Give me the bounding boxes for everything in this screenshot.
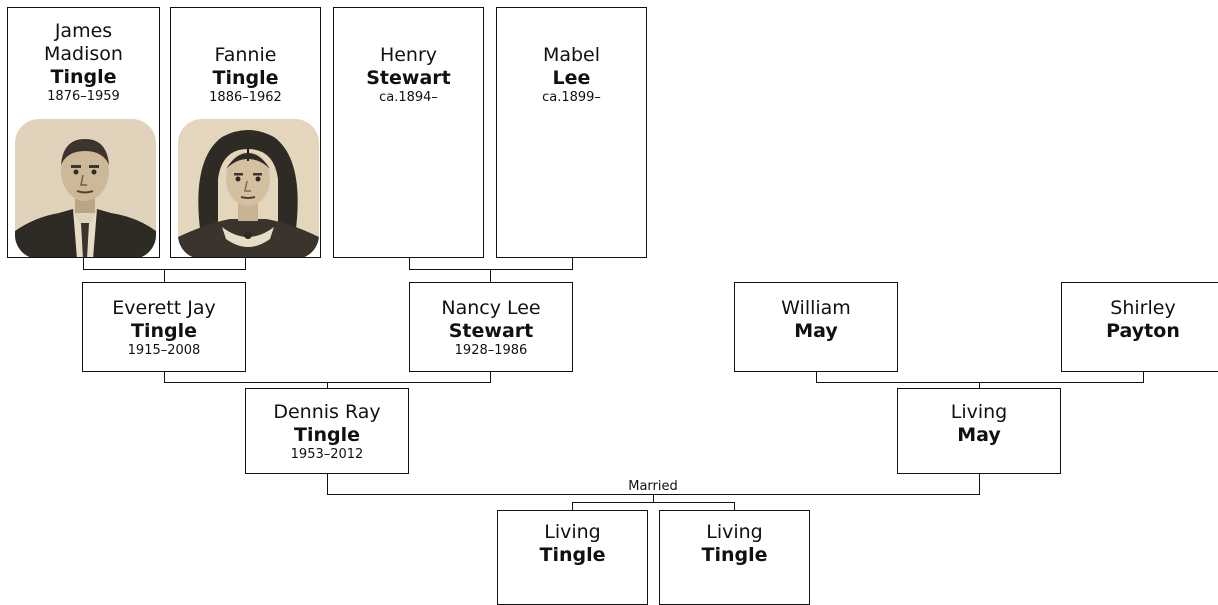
portrait-photo-icon <box>178 119 319 258</box>
given-name: Mabel <box>497 44 646 67</box>
given-name: Nancy Lee <box>410 297 572 320</box>
person-card-william-may[interactable]: William May <box>734 282 898 372</box>
person-card-living-tingle-1[interactable]: Living Tingle <box>497 510 648 605</box>
given-name: Shirley <box>1062 297 1218 320</box>
surname: Tingle <box>246 424 408 447</box>
surname: Tingle <box>83 320 245 343</box>
given-name-line2: Madison <box>8 43 159 66</box>
surname: Payton <box>1062 320 1218 343</box>
given-name: Dennis Ray <box>246 401 408 424</box>
life-dates: 1953–2012 <box>246 447 408 463</box>
given-name: Everett Jay <box>83 297 245 320</box>
life-dates: 1915–2008 <box>83 343 245 359</box>
person-card-nancy-lee-stewart[interactable]: Nancy Lee Stewart 1928–1986 <box>409 282 573 372</box>
surname: Lee <box>497 67 646 90</box>
surname: Tingle <box>660 544 809 567</box>
portrait-photo-icon <box>15 119 156 258</box>
connector-henry-mabel <box>410 258 573 270</box>
given-name-line1: James <box>8 20 159 43</box>
given-name: Living <box>660 521 809 544</box>
person-card-living-may[interactable]: Living May <box>897 388 1061 474</box>
surname: Stewart <box>334 67 483 90</box>
person-card-mabel-lee[interactable]: Mabel Lee ca.1899– <box>496 7 647 258</box>
given-name: Fannie <box>171 44 320 67</box>
connector-james-fannie <box>84 258 246 270</box>
given-name: William <box>735 297 897 320</box>
life-dates: ca.1894– <box>334 90 483 106</box>
given-name: Henry <box>334 44 483 67</box>
surname: Tingle <box>8 66 159 89</box>
surname: Tingle <box>498 544 647 567</box>
given-name: Living <box>898 401 1060 424</box>
person-card-james-madison-tingle[interactable]: James Madison Tingle 1876–1959 <box>7 7 160 258</box>
surname: Stewart <box>410 320 572 343</box>
married-label: Married <box>613 480 693 494</box>
person-card-shirley-payton[interactable]: Shirley Payton <box>1061 282 1218 372</box>
person-card-fannie-tingle[interactable]: Fannie Tingle 1886–1962 <box>170 7 321 258</box>
person-card-henry-stewart[interactable]: Henry Stewart ca.1894– <box>333 7 484 258</box>
surname: Tingle <box>171 67 320 90</box>
surname: May <box>735 320 897 343</box>
life-dates: 1886–1962 <box>171 90 320 106</box>
surname: May <box>898 424 1060 447</box>
connector-children <box>573 503 735 511</box>
life-dates: 1876–1959 <box>8 89 159 105</box>
given-name: Living <box>498 521 647 544</box>
person-card-living-tingle-2[interactable]: Living Tingle <box>659 510 810 605</box>
life-dates: 1928–1986 <box>410 343 572 359</box>
person-card-everett-jay-tingle[interactable]: Everett Jay Tingle 1915–2008 <box>82 282 246 372</box>
connector-everett-nancy <box>165 372 491 383</box>
life-dates: ca.1899– <box>497 90 646 106</box>
connector-william-shirley <box>817 372 1144 383</box>
person-card-dennis-ray-tingle[interactable]: Dennis Ray Tingle 1953–2012 <box>245 388 409 474</box>
